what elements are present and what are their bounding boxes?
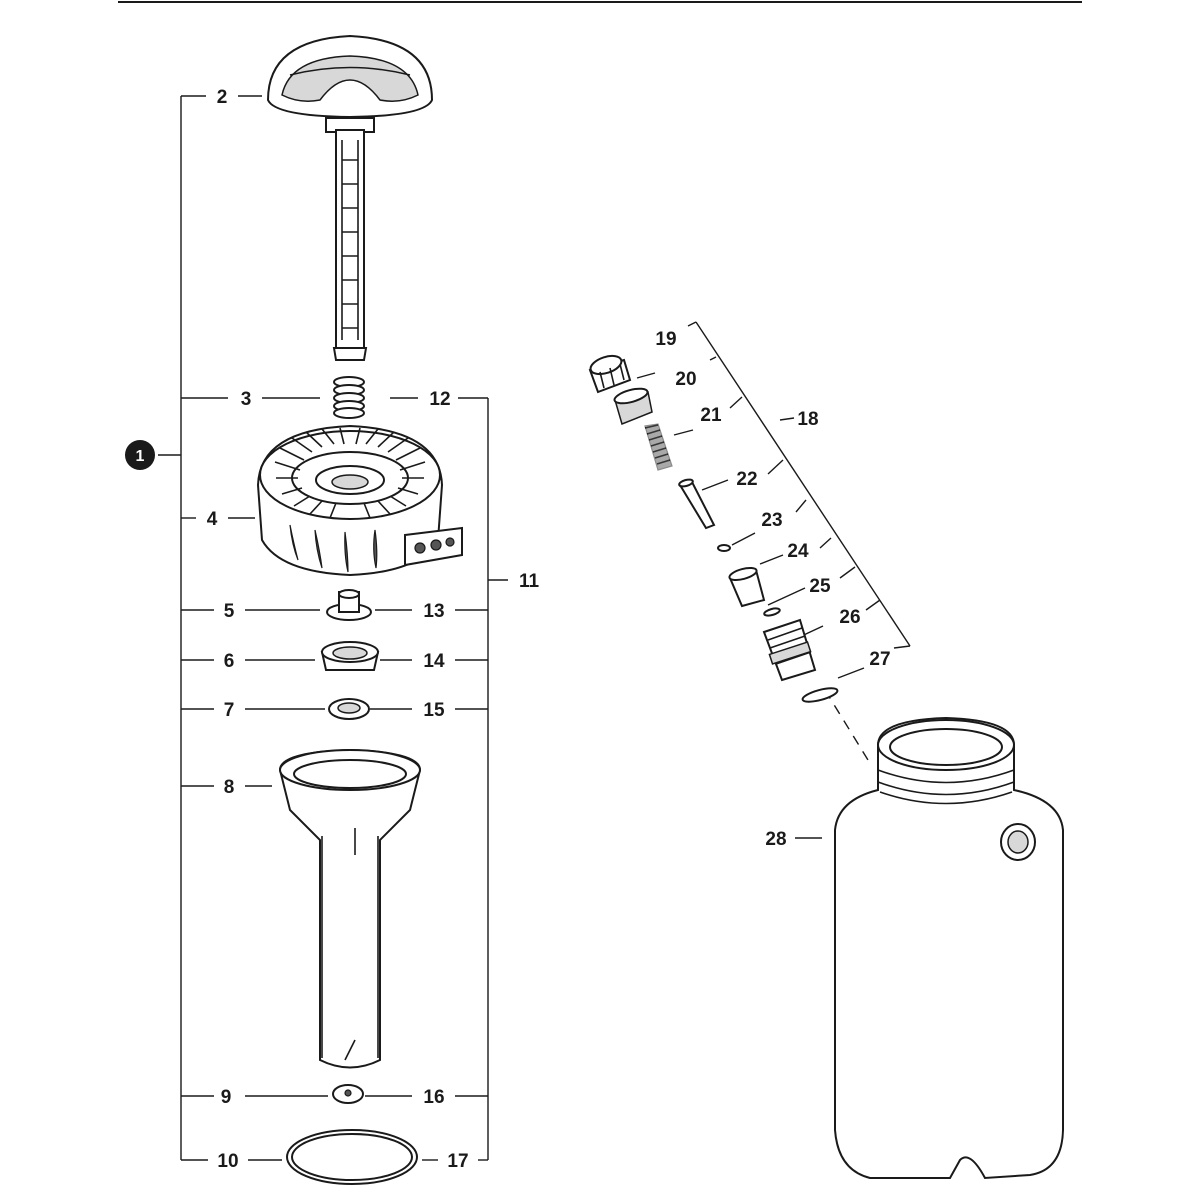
part-pump-cylinder-8 bbox=[278, 748, 422, 1069]
part-pump-cover-4 bbox=[256, 424, 463, 577]
right-bracket bbox=[365, 397, 508, 1161]
callout-14: 14 bbox=[423, 651, 445, 672]
callout-10: 10 bbox=[217, 1151, 238, 1172]
assembly-badge bbox=[125, 440, 155, 470]
diagonal-bracket bbox=[636, 321, 911, 761]
callout-18: 18 bbox=[797, 409, 818, 430]
part-spring-3-12 bbox=[333, 376, 365, 419]
assembly-badge-label: 1 bbox=[136, 448, 145, 465]
part-ring-25 bbox=[763, 607, 781, 617]
part-disc-9-16 bbox=[332, 1084, 364, 1104]
callout-19: 19 bbox=[655, 329, 676, 350]
callout-15: 15 bbox=[423, 700, 445, 721]
part-cup-seal-6-14 bbox=[320, 641, 380, 671]
left-bracket bbox=[158, 95, 328, 1161]
callout-9: 9 bbox=[221, 1087, 232, 1108]
callout-3: 3 bbox=[241, 389, 252, 410]
callout-17: 17 bbox=[447, 1151, 468, 1172]
part-bushing-5-13 bbox=[326, 589, 372, 621]
part-spring-21 bbox=[644, 423, 673, 471]
part-nut-19 bbox=[588, 354, 632, 394]
callout-8: 8 bbox=[224, 777, 235, 798]
part-valve-7-15 bbox=[328, 698, 370, 720]
callout-13: 13 bbox=[423, 601, 444, 622]
callout-6: 6 bbox=[224, 651, 235, 672]
part-tank-28 bbox=[795, 716, 1064, 1180]
callout-20: 20 bbox=[675, 369, 696, 390]
callout-7: 7 bbox=[224, 700, 235, 721]
callout-4: 4 bbox=[207, 509, 218, 530]
part-pin-22 bbox=[678, 478, 716, 530]
callout-23: 23 bbox=[761, 510, 782, 531]
part-sleeve-24 bbox=[728, 566, 766, 608]
callout-24: 24 bbox=[787, 541, 809, 562]
callout-28: 28 bbox=[765, 829, 786, 850]
part-cap-20 bbox=[613, 387, 653, 426]
callout-25: 25 bbox=[809, 576, 831, 597]
part-ring-23 bbox=[717, 544, 731, 552]
callout-16: 16 bbox=[423, 1087, 444, 1108]
callout-5: 5 bbox=[224, 601, 235, 622]
callout-22: 22 bbox=[736, 469, 757, 490]
callout-26: 26 bbox=[839, 607, 860, 628]
callout-21: 21 bbox=[700, 405, 722, 426]
callout-12: 12 bbox=[429, 389, 450, 410]
part-o-ring-27 bbox=[801, 687, 839, 703]
part-handle-rod bbox=[266, 34, 434, 361]
callout-27: 27 bbox=[869, 649, 890, 670]
callout-2: 2 bbox=[217, 87, 228, 108]
part-o-ring-10-17 bbox=[286, 1129, 418, 1185]
callout-11: 11 bbox=[519, 571, 540, 592]
part-fitting-26 bbox=[762, 618, 817, 682]
